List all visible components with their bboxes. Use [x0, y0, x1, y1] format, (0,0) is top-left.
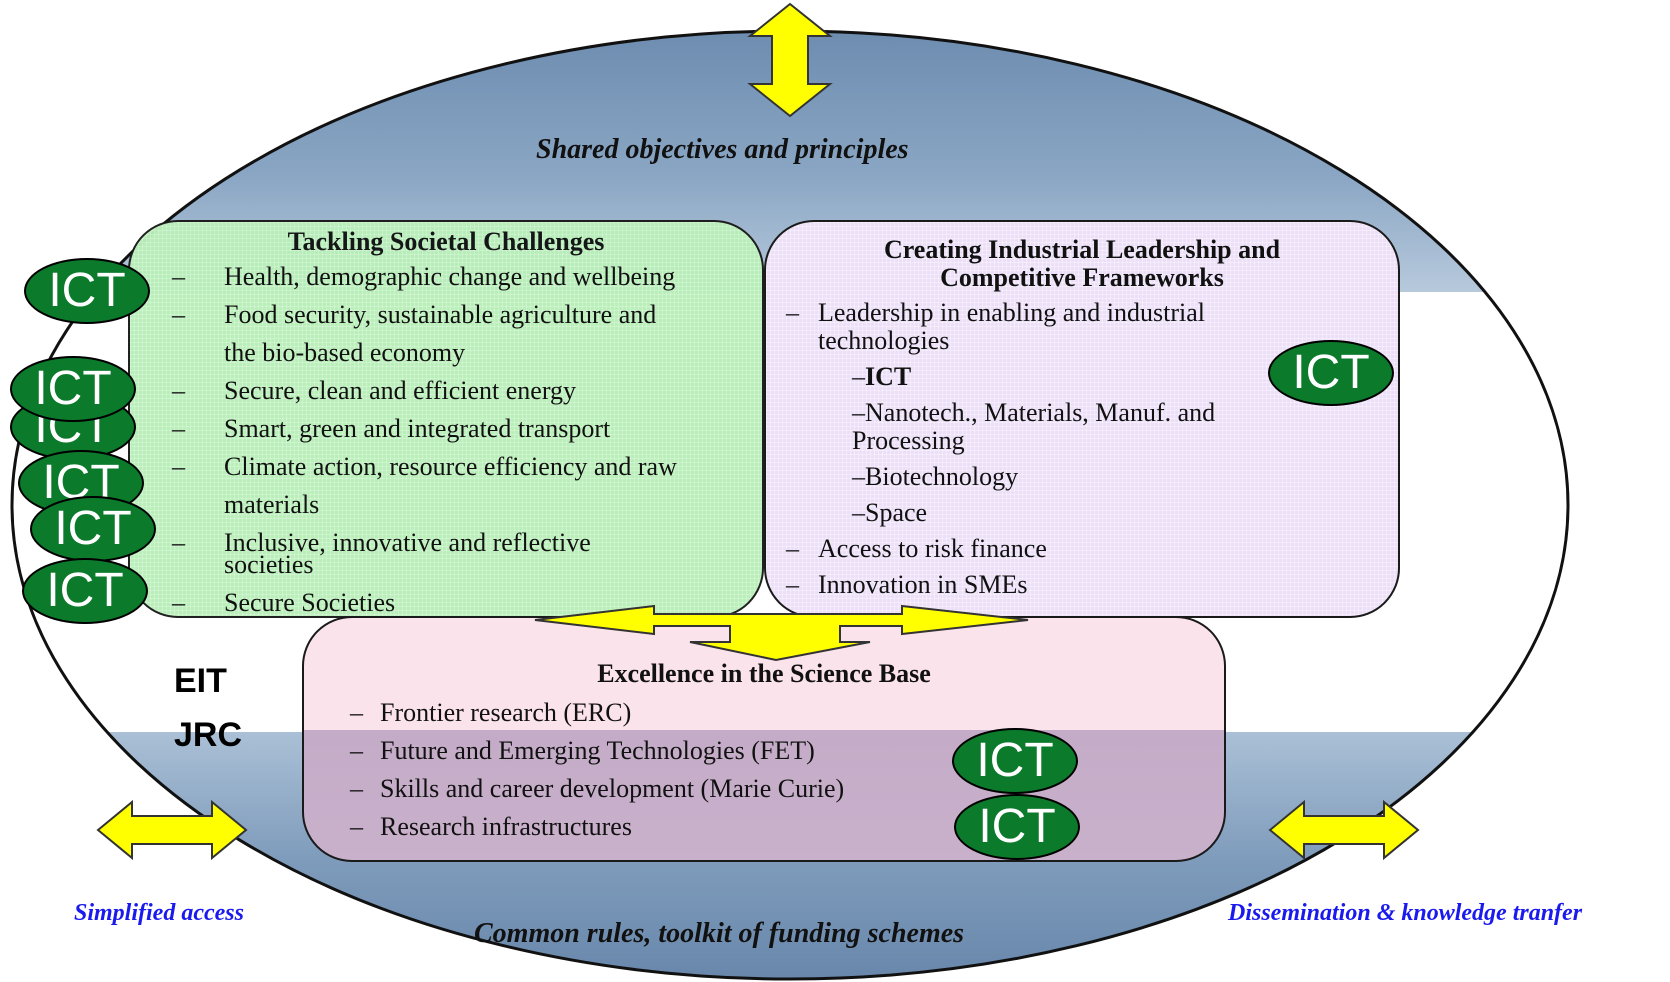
science-item: Research infrastructures [380, 812, 632, 841]
industrial-subitem: Biotechnology [865, 462, 1019, 491]
left-double-arrow [96, 799, 248, 861]
science-item: Skills and career development (Marie Cur… [380, 774, 845, 803]
ict-badge: ICT [952, 728, 1078, 794]
bottom-label: Common rules, toolkit of funding schemes [474, 918, 965, 949]
ict-badge: ICT [30, 496, 156, 562]
societal-item: Climate action, resource efficiency and … [224, 452, 677, 481]
top-double-arrow [747, 2, 833, 118]
industrial-item: technologies [818, 326, 950, 355]
right-label: Dissemination & knowledge tranfer [1228, 900, 1583, 926]
societal-item: Health, demographic change and wellbeing [224, 262, 676, 291]
industrial-item: Leadership in enabling and industrial [818, 298, 1206, 327]
industrial-item: Innovation in SMEs [818, 570, 1028, 599]
societal-item: Secure Societies [224, 588, 396, 617]
right-double-arrow [1268, 799, 1420, 861]
societal-item: the bio-based economy [224, 338, 466, 367]
industrial-leadership-box: Creating Industrial Leadership and Compe… [764, 220, 1400, 618]
industrial-title-line2: Competitive Frameworks [940, 263, 1224, 292]
societal-title: Tackling Societal Challenges [287, 227, 605, 256]
societal-item: materials [224, 490, 320, 519]
industrial-item: Access to risk finance [818, 534, 1047, 563]
ict-badge: ICT [24, 258, 150, 324]
societal-item: Smart, green and integrated transport [224, 414, 611, 443]
science-title: Excellence in the Science Base [597, 659, 931, 688]
industrial-subitem: Nanotech., Materials, Manuf. and [865, 398, 1216, 427]
societal-item: Inclusive, innovative and reflective [224, 528, 591, 557]
ict-badge: ICT [10, 356, 136, 422]
industrial-subitem: Processing [852, 426, 965, 455]
societal-challenges-box: Tackling Societal Challenges [128, 220, 764, 618]
science-item: Future and Emerging Technologies (FET) [380, 736, 815, 765]
ict-badge: ICT [1268, 340, 1394, 406]
jrc-label: JRC [174, 716, 243, 754]
top-label: Shared objectives and principles [536, 134, 909, 165]
industrial-subitem: Space [865, 498, 928, 527]
eit-label: EIT [174, 662, 227, 700]
ict-badge: ICT [22, 558, 148, 624]
societal-item: societies [224, 550, 314, 579]
societal-item: Secure, clean and efficient energy [224, 376, 577, 405]
industrial-title-line1: Creating Industrial Leadership and [883, 235, 1281, 264]
left-label: Simplified access [74, 900, 244, 926]
societal-item: Food security, sustainable agriculture a… [224, 300, 657, 329]
science-item: Frontier research (ERC) [380, 698, 632, 727]
ict-badge: ICT [954, 794, 1080, 860]
industrial-subitem-ict: ICT [865, 362, 912, 391]
